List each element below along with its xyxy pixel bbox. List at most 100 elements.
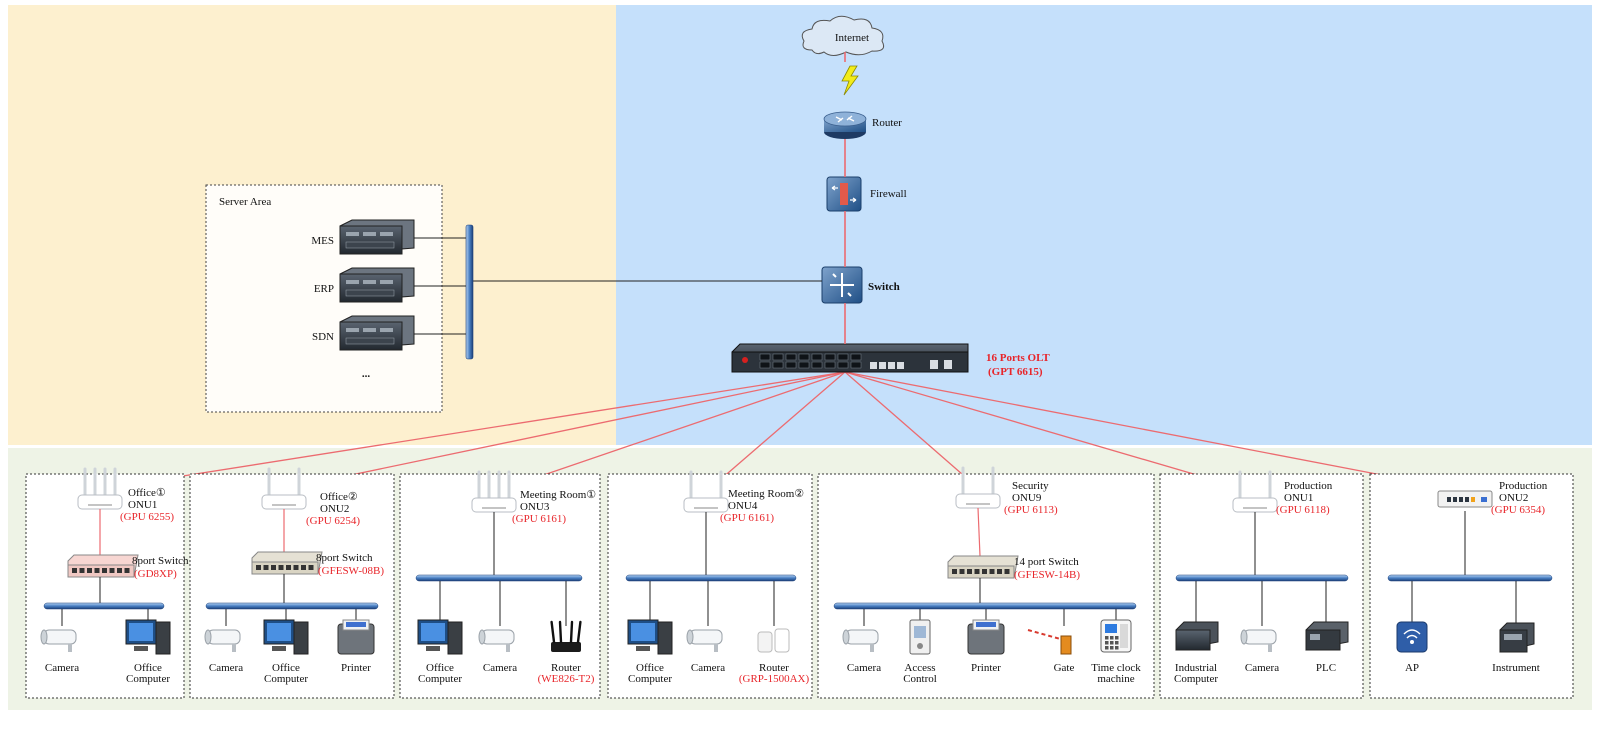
olt-port [837,361,849,369]
server-bus-bar [465,224,474,360]
device-label: Office [426,662,454,674]
olt-port [850,361,862,369]
pc-icon [263,619,309,655]
internet-cloud-icon [801,15,885,56]
device-label: Office [636,662,664,674]
firewall-label: Firewall [870,188,907,200]
device-label: Office [272,662,300,674]
onu-model-label: (GPU 6354) [1491,504,1545,516]
device-label: Computer [628,673,672,685]
olt-uplink-port [897,362,904,369]
server-label: MES [311,235,334,247]
lan-bus-bar [205,602,379,610]
plc-icon [1305,621,1349,651]
olt-port [824,361,836,369]
server-sdn-icon [339,315,415,351]
zone-title-line: ONU2 [1499,492,1528,504]
device-label: Computer [126,673,170,685]
zone-box [817,473,1155,699]
switch-model-label: (GFESW-08B) [318,565,384,577]
lan-bus-bar [625,574,797,582]
olt-console-port [944,360,952,369]
zone-title-line: Meeting Room② [728,488,804,500]
onu-model-label: (GPU 6113) [1004,504,1058,516]
router4g-icon [550,620,582,652]
fiber-line [844,371,979,489]
device-label: Instrument [1492,662,1540,674]
switch-label: Switch [868,281,900,293]
onu-model-label: (GPU 6161) [512,513,566,525]
switch-model-label: (GFESW-14B) [1014,569,1080,581]
onu-model-label: (GPU 6118) [1276,504,1330,516]
onu-box-icon [1437,490,1493,508]
server-area-title: Server Area [219,196,271,208]
zone-box [1369,473,1574,699]
core-network-region [616,5,1592,445]
lan-bus-bar [415,574,583,582]
olt-mgmt-port [930,360,938,369]
olt-port [785,353,797,361]
fiber-line [705,371,846,493]
lan-bus-bar [833,602,1137,610]
device-label: Access [904,662,935,674]
olt-port [824,353,836,361]
server-erp-icon [339,267,415,303]
device-label: Camera [209,662,243,674]
device-label: Gate [1054,662,1075,674]
olt-port [772,361,784,369]
printer-icon [337,619,375,655]
server-more-label: ... [362,368,371,380]
pc-icon [125,619,171,655]
device-label: Printer [971,662,1001,674]
olt-port [811,361,823,369]
device-label: Industrial [1175,662,1217,674]
onu-model-label: (GPU 6161) [720,512,774,524]
olt-port [772,353,784,361]
onu-router-icon [261,467,307,510]
mesh-icon [757,628,790,653]
firewall-icon [826,176,862,212]
server-label: SDN [312,331,334,343]
camera-icon [686,629,723,652]
device-label: Camera [691,662,725,674]
fiber-lines [99,371,1466,493]
device-label: Office [134,662,162,674]
ethernet-switch-icon [251,551,323,575]
fiber-line [493,371,846,493]
olt-uplink-port [879,362,886,369]
internet-label: Internet [835,32,869,44]
device-label: Computer [1174,673,1218,685]
camera-icon [1240,629,1277,652]
device-label: Computer [264,673,308,685]
olt-port [759,353,771,361]
olt-model-label: (GPT 6615) [988,366,1043,378]
device-label: Camera [1245,662,1279,674]
olt-title-label: 16 Ports OLT [986,352,1050,364]
lan-bus-bar [1175,574,1349,582]
instrument-icon [1499,622,1535,653]
printer-icon [967,619,1005,655]
zone-title-line: Meeting Room① [520,489,596,501]
device-model-label: (GRP-1500AX) [739,673,810,685]
access-icon [909,619,931,655]
zone-title-line: Production [1284,480,1333,492]
zone-title-line: Production [1499,480,1548,492]
ethernet-switch-icon [947,555,1019,579]
fiber-line [844,371,1256,493]
lan-bus-bar [43,602,165,610]
olt-chassis-icon [731,343,969,373]
gate-icon [1027,629,1072,655]
switch-label: 8port Switch [132,555,189,567]
zone-title-line: ONU1 [128,499,157,511]
olt-pon-ports [759,353,952,369]
